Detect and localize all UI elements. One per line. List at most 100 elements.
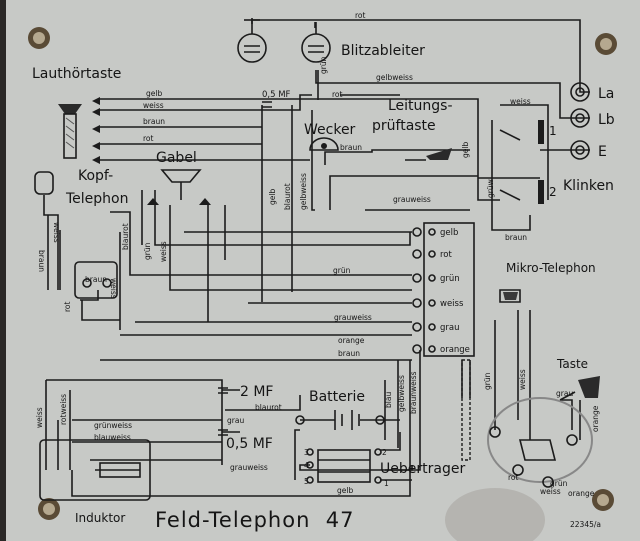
strip-label-orange: orange <box>440 345 470 355</box>
wire-label: rot <box>508 473 519 482</box>
terminal-e-icon <box>570 140 590 160</box>
wire-label: braun <box>37 250 46 272</box>
wire-label: 2 <box>382 448 387 457</box>
label-blitzableiter: Blitzableiter <box>341 43 425 59</box>
wire-label: grau <box>227 416 244 425</box>
screw-icon <box>592 489 614 511</box>
headphone-icon <box>34 171 59 290</box>
strip-label-grau: grau <box>440 323 460 333</box>
label-terminal-la: La <box>598 86 614 102</box>
headphone-plug-icon <box>74 261 118 299</box>
press-key-icon <box>559 376 600 401</box>
wire-label: gelb <box>146 89 162 98</box>
wire-label: blauweiss <box>94 433 131 442</box>
strip-label-gruen: grün <box>440 274 460 284</box>
wire-label: rot <box>355 11 366 20</box>
inductor-generator-icon <box>39 439 151 501</box>
wire-label: braun <box>143 117 165 126</box>
label-leitungspruef-2: prüftaste <box>372 118 436 134</box>
label-leitungspruef-1: Leitungs- <box>388 98 453 114</box>
wire-label: grauweiss <box>393 195 431 204</box>
wire-label: weiss <box>510 97 531 106</box>
terminal-lb-icon <box>570 108 590 128</box>
contact-spring-icons <box>92 97 100 164</box>
label-mikro-telephon: Mikro-Telephon <box>506 261 596 275</box>
label-uebertrager: Uebertrager <box>380 461 465 477</box>
wire-label: orange <box>568 489 595 498</box>
wire-label: weiss <box>159 241 168 262</box>
glass-reflection <box>445 488 545 541</box>
wire-label: grüw <box>486 179 495 198</box>
label-terminal-lb: Lb <box>598 112 615 128</box>
wire-label: braun <box>505 233 527 242</box>
terminal-labels: La Lb E 1 2 <box>549 86 615 199</box>
wire-label: gelbweiss <box>397 375 406 412</box>
wire-label: grün <box>483 372 492 390</box>
wiring <box>45 19 590 497</box>
wire-label: blaurot <box>283 183 292 210</box>
wire-label: weiss <box>518 369 527 390</box>
strip-label-gelb: gelb <box>440 228 458 238</box>
strip-label-rot: rot <box>440 250 453 260</box>
wire-label: 1 <box>384 479 389 488</box>
wire-label: gelb <box>337 486 353 495</box>
line-test-key-icon <box>405 148 452 161</box>
label-capacitor-05mf: 0,5 MF <box>226 436 273 452</box>
label-capacitor-05mf-top: 0,5 MF <box>262 90 291 100</box>
label-kopf-1: Kopf- <box>78 168 113 184</box>
wire-label: grün <box>550 479 568 488</box>
label-capacitor-2mf: 2 MF <box>240 384 274 400</box>
wire-label: braunweiss <box>409 371 418 414</box>
wire-label: 5 <box>304 477 309 486</box>
jack-icon <box>499 120 544 204</box>
strip-label-weiss: weiss <box>440 299 464 309</box>
wire-label: grün <box>319 56 328 74</box>
wire-label: weiss <box>52 222 61 243</box>
wire-color-labels: rot grün gelbweiss rot gelb weiss braun … <box>35 11 600 498</box>
battery-icon <box>295 410 385 430</box>
label-jack-1: 1 <box>549 124 557 138</box>
wire-label: weiss <box>540 487 561 496</box>
screw-icon <box>38 498 60 520</box>
lightning-arrester-icon <box>237 18 331 63</box>
terminal-strip <box>412 222 475 461</box>
label-terminal-e: E <box>598 144 607 160</box>
wire-label: orange <box>591 405 600 432</box>
wire-label: rot <box>63 301 72 312</box>
label-kopf-2: Telephon <box>65 191 129 207</box>
wire-label: grau <box>556 389 573 398</box>
wire-label: rotweiss <box>59 394 68 425</box>
screw-icon <box>28 27 50 49</box>
component-labels: Blitzableiter Lauthörtaste Wecker Leitun… <box>32 43 614 525</box>
label-klinken: Klinken <box>563 178 614 194</box>
plate-shadow-left <box>0 0 6 541</box>
label-lauthoertaste: Lauthörtaste <box>32 66 121 82</box>
label-batterie: Batterie <box>309 389 365 405</box>
terminal-strip-labels: gelb rot grün weiss grau orange <box>440 228 470 355</box>
wire-label: gelbweiss <box>299 173 308 210</box>
wire-label: weiss <box>35 407 44 428</box>
wire-label: gelb <box>461 142 470 158</box>
wire-label: 4 <box>304 461 309 470</box>
hook-switch-icon <box>147 169 211 205</box>
wire-label: blaurot <box>121 223 130 250</box>
wire-label: weiss <box>109 278 118 299</box>
wire-label: gelbweiss <box>376 73 413 82</box>
label-wecker: Wecker <box>304 122 356 138</box>
label-induktor: Induktor <box>75 511 125 525</box>
label-jack-2: 2 <box>549 185 557 199</box>
wire-label: orange <box>338 336 365 345</box>
wire-label: grün <box>143 242 152 260</box>
wire-label: braun <box>85 275 107 284</box>
wire-label: braun <box>340 143 362 152</box>
wire-label: rot <box>143 134 154 143</box>
wire-label: blau <box>384 392 393 408</box>
capacitor-icon <box>218 101 272 436</box>
wire-label: braun <box>338 349 360 358</box>
wire-label: rot <box>332 90 343 99</box>
wire-label: grauweiss <box>230 463 268 472</box>
terminal-la-icon <box>570 82 590 102</box>
wire-label: grün <box>333 266 351 275</box>
